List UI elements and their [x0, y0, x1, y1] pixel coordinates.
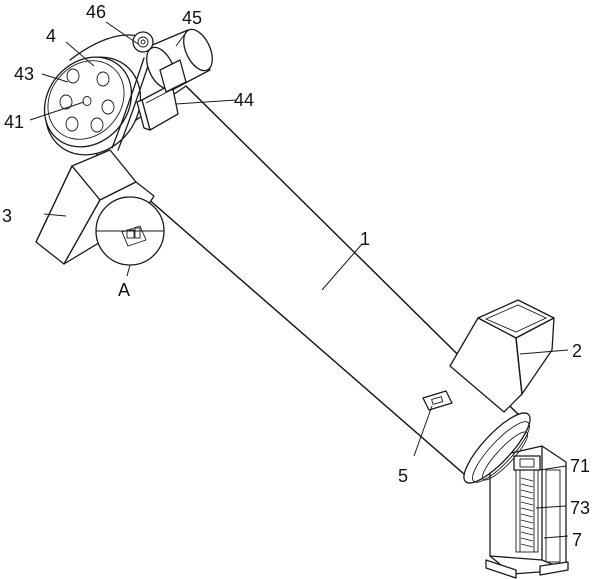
support-stand — [485, 445, 569, 579]
label-43: 43 — [14, 64, 34, 84]
label-41: 41 — [4, 112, 24, 132]
pulley-holes — [59, 68, 115, 133]
label-44: 44 — [234, 90, 254, 110]
label-1: 1 — [360, 229, 370, 249]
detail-a-circle — [95, 196, 165, 277]
label-4: 4 — [46, 26, 56, 46]
label-46: 46 — [86, 2, 106, 22]
label-5: 5 — [398, 466, 408, 486]
drive-belt — [69, 34, 151, 151]
label-7: 7 — [572, 530, 582, 550]
observation-window — [422, 390, 453, 411]
motor — [132, 28, 213, 93]
label-3: 3 — [2, 206, 12, 226]
label-2: 2 — [572, 341, 582, 361]
pulley-hub — [82, 96, 92, 106]
leader-lines — [29, 21, 569, 539]
pulley-assembly — [43, 56, 142, 156]
label-71: 71 — [570, 456, 590, 476]
part-labels: 1 2 3 4 41 43 44 45 46 5 7 71 73 A — [2, 2, 590, 550]
screw-rod — [520, 477, 534, 548]
tube-end-flange — [463, 412, 531, 484]
conveyor-tube — [91, 85, 523, 475]
label-45: 45 — [182, 8, 202, 28]
inlet-hopper — [449, 299, 555, 413]
label-A: A — [118, 280, 130, 300]
label-73: 73 — [570, 498, 590, 518]
motor-bracket — [136, 83, 179, 131]
